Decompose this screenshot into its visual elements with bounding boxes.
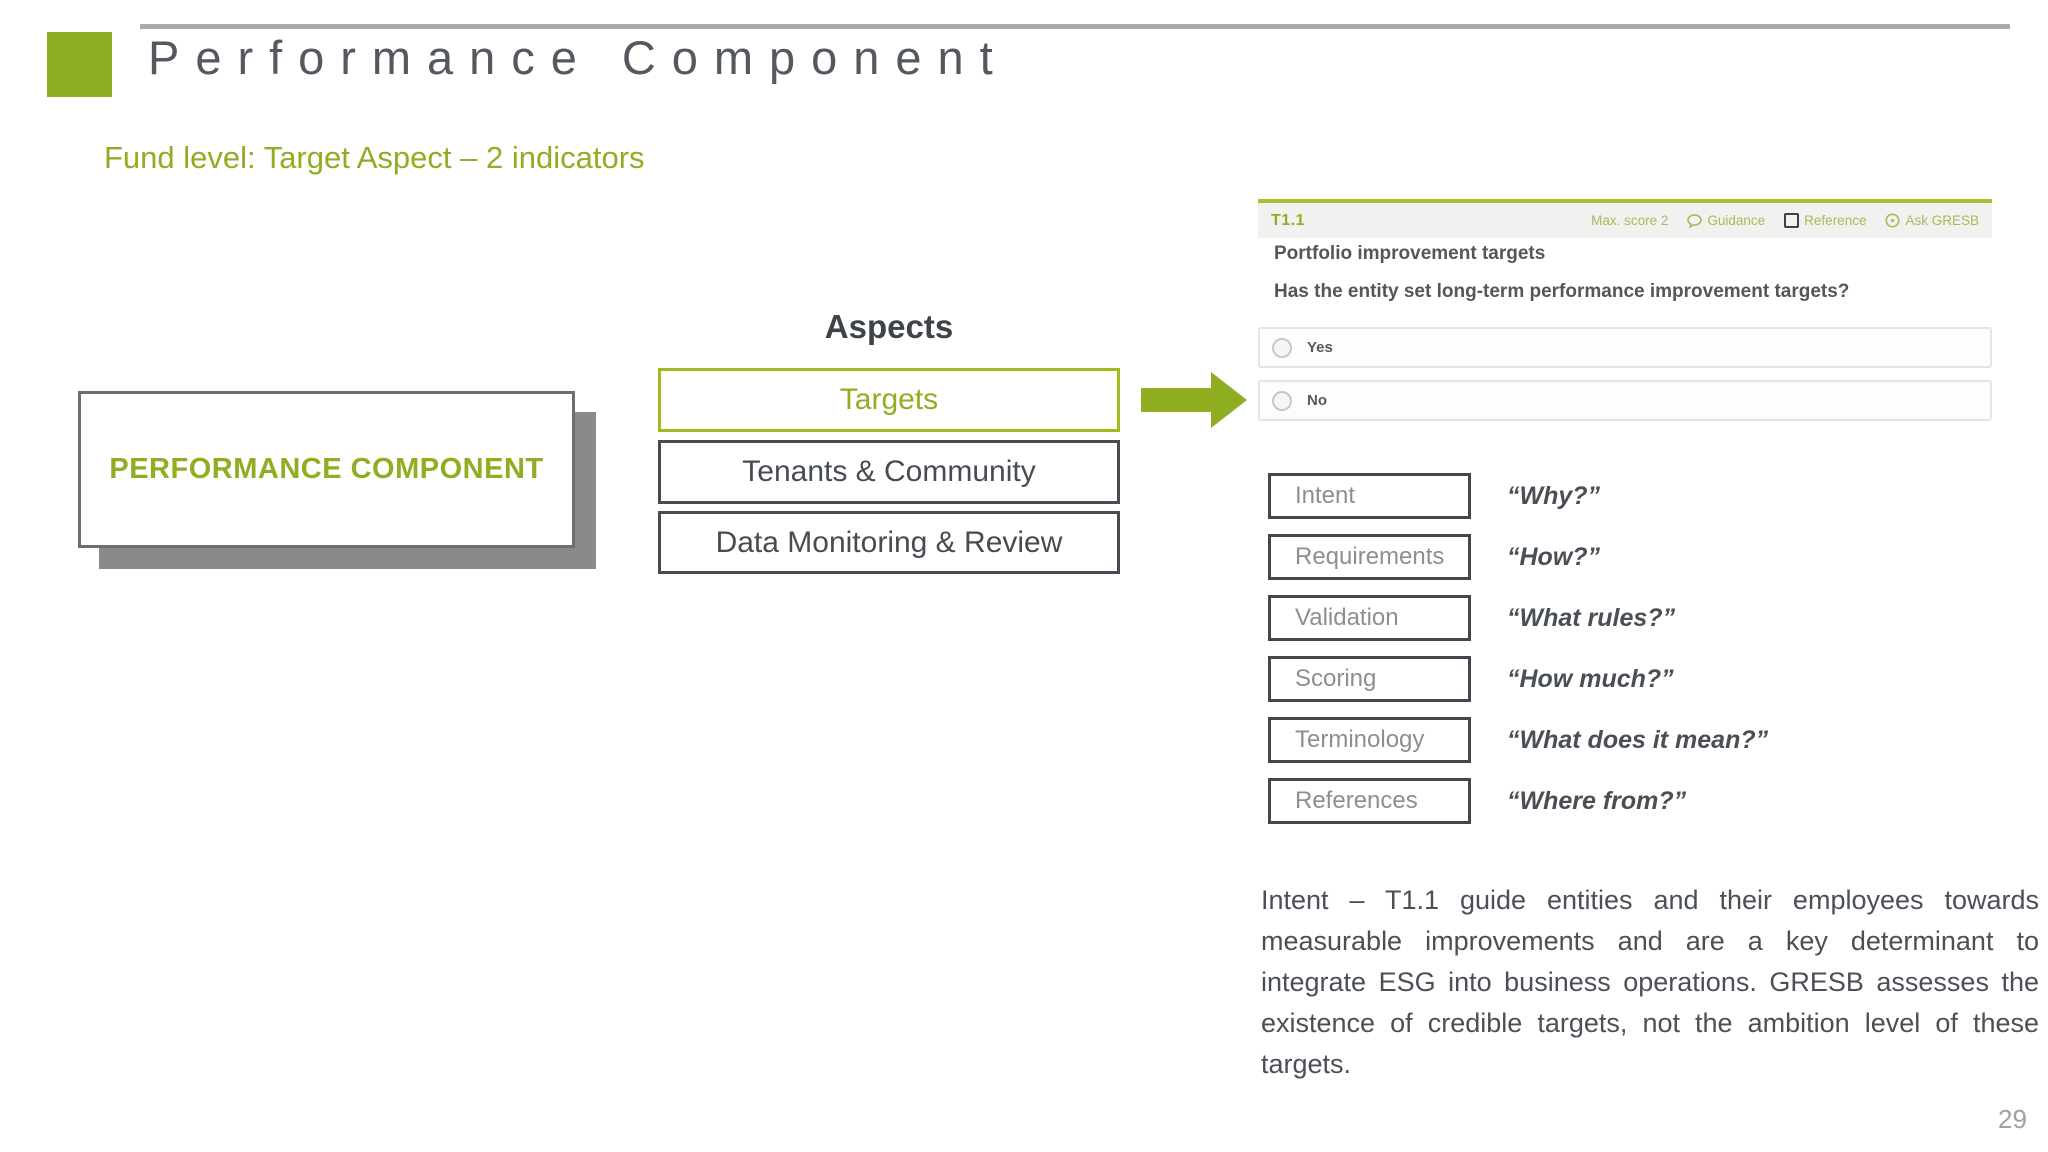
page-number: 29 [1998, 1104, 2027, 1134]
structure-box-intent: Intent [1268, 473, 1471, 519]
performance-component-box: PERFORMANCE COMPONENT [78, 391, 575, 548]
reference-label: Reference [1804, 213, 1867, 228]
structure-label-validation: Validation [1295, 604, 1399, 631]
performance-component-label: PERFORMANCE COMPONENT [109, 453, 544, 485]
aspects-heading: Aspects [824, 308, 954, 345]
guidance-label: Guidance [1707, 213, 1766, 228]
structure-quote-scoring: “How much?” [1507, 664, 1674, 693]
max-score-label: Max. score 2 [1591, 213, 1669, 228]
form-header-meta: Max. score 2 Guidance Reference [1591, 213, 1979, 228]
ask-gresb-link[interactable]: Ask GRESB [1885, 213, 1979, 228]
structure-label-requirements: Requirements [1295, 543, 1445, 570]
form-top-border [1258, 199, 1992, 203]
structure-box-scoring: Scoring [1268, 656, 1471, 702]
structure-box-validation: Validation [1268, 595, 1471, 641]
structure-quote-intent: “Why?” [1507, 481, 1601, 510]
structure-label-intent: Intent [1295, 482, 1356, 509]
structure-quote-requirements: “How?” [1507, 542, 1601, 571]
structure-quote-terminology: “What does it mean?” [1507, 725, 1769, 754]
right-arrow-icon [1141, 372, 1247, 428]
slide-subtitle: Fund level: Target Aspect – 2 indicators [104, 140, 645, 175]
radio-option-no[interactable]: No [1258, 380, 1992, 421]
green-square-bullet [47, 32, 112, 97]
structure-box-requirements: Requirements [1268, 534, 1471, 580]
structure-box-terminology: Terminology [1268, 717, 1471, 763]
structure-quote-references: “Where from?” [1507, 786, 1687, 815]
speech-bubble-icon [1687, 213, 1703, 228]
form-header-bar: T1.1 Max. score 2 Guidance Reference [1258, 203, 1992, 238]
aspect-box-data-monitoring-review: Data Monitoring & Review [658, 511, 1120, 574]
aspect-box-targets: Targets [658, 368, 1120, 432]
structure-box-references: References [1268, 778, 1471, 824]
aspect-label-targets: Targets [839, 383, 939, 416]
form-title: Portfolio improvement targets [1274, 243, 1546, 264]
structure-label-scoring: Scoring [1295, 665, 1377, 692]
option-label-no: No [1307, 392, 1327, 409]
radio-option-yes[interactable]: Yes [1258, 327, 1992, 368]
checkbox-icon [1784, 213, 1800, 228]
ask-gresb-label: Ask GRESB [1905, 213, 1979, 228]
gresb-indicator-form-screenshot: T1.1 Max. score 2 Guidance Reference [1258, 199, 1992, 445]
radio-button-icon[interactable] [1272, 390, 1292, 411]
structure-label-references: References [1295, 787, 1418, 814]
option-label-yes: Yes [1307, 339, 1333, 356]
aspect-box-tenants-community: Tenants & Community [658, 440, 1120, 504]
radio-button-icon[interactable] [1272, 337, 1292, 358]
intent-paragraph: Intent – T1.1 guide entities and their e… [1261, 885, 2039, 1079]
aspect-label-tenants-community: Tenants & Community [742, 455, 1036, 488]
guidance-link[interactable]: Guidance [1687, 213, 1765, 228]
structure-quote-validation: “What rules?” [1507, 603, 1676, 632]
indicator-id: T1.1 [1271, 211, 1306, 229]
info-circle-icon [1885, 213, 1900, 228]
reference-link[interactable]: Reference [1784, 213, 1866, 228]
page-title: Performance Component [148, 31, 1009, 84]
form-question: Has the entity set long-term performance… [1274, 281, 1850, 302]
structure-label-terminology: Terminology [1295, 726, 1425, 753]
top-rule [140, 24, 2010, 29]
aspect-label-data-monitoring-review: Data Monitoring & Review [715, 525, 1063, 559]
